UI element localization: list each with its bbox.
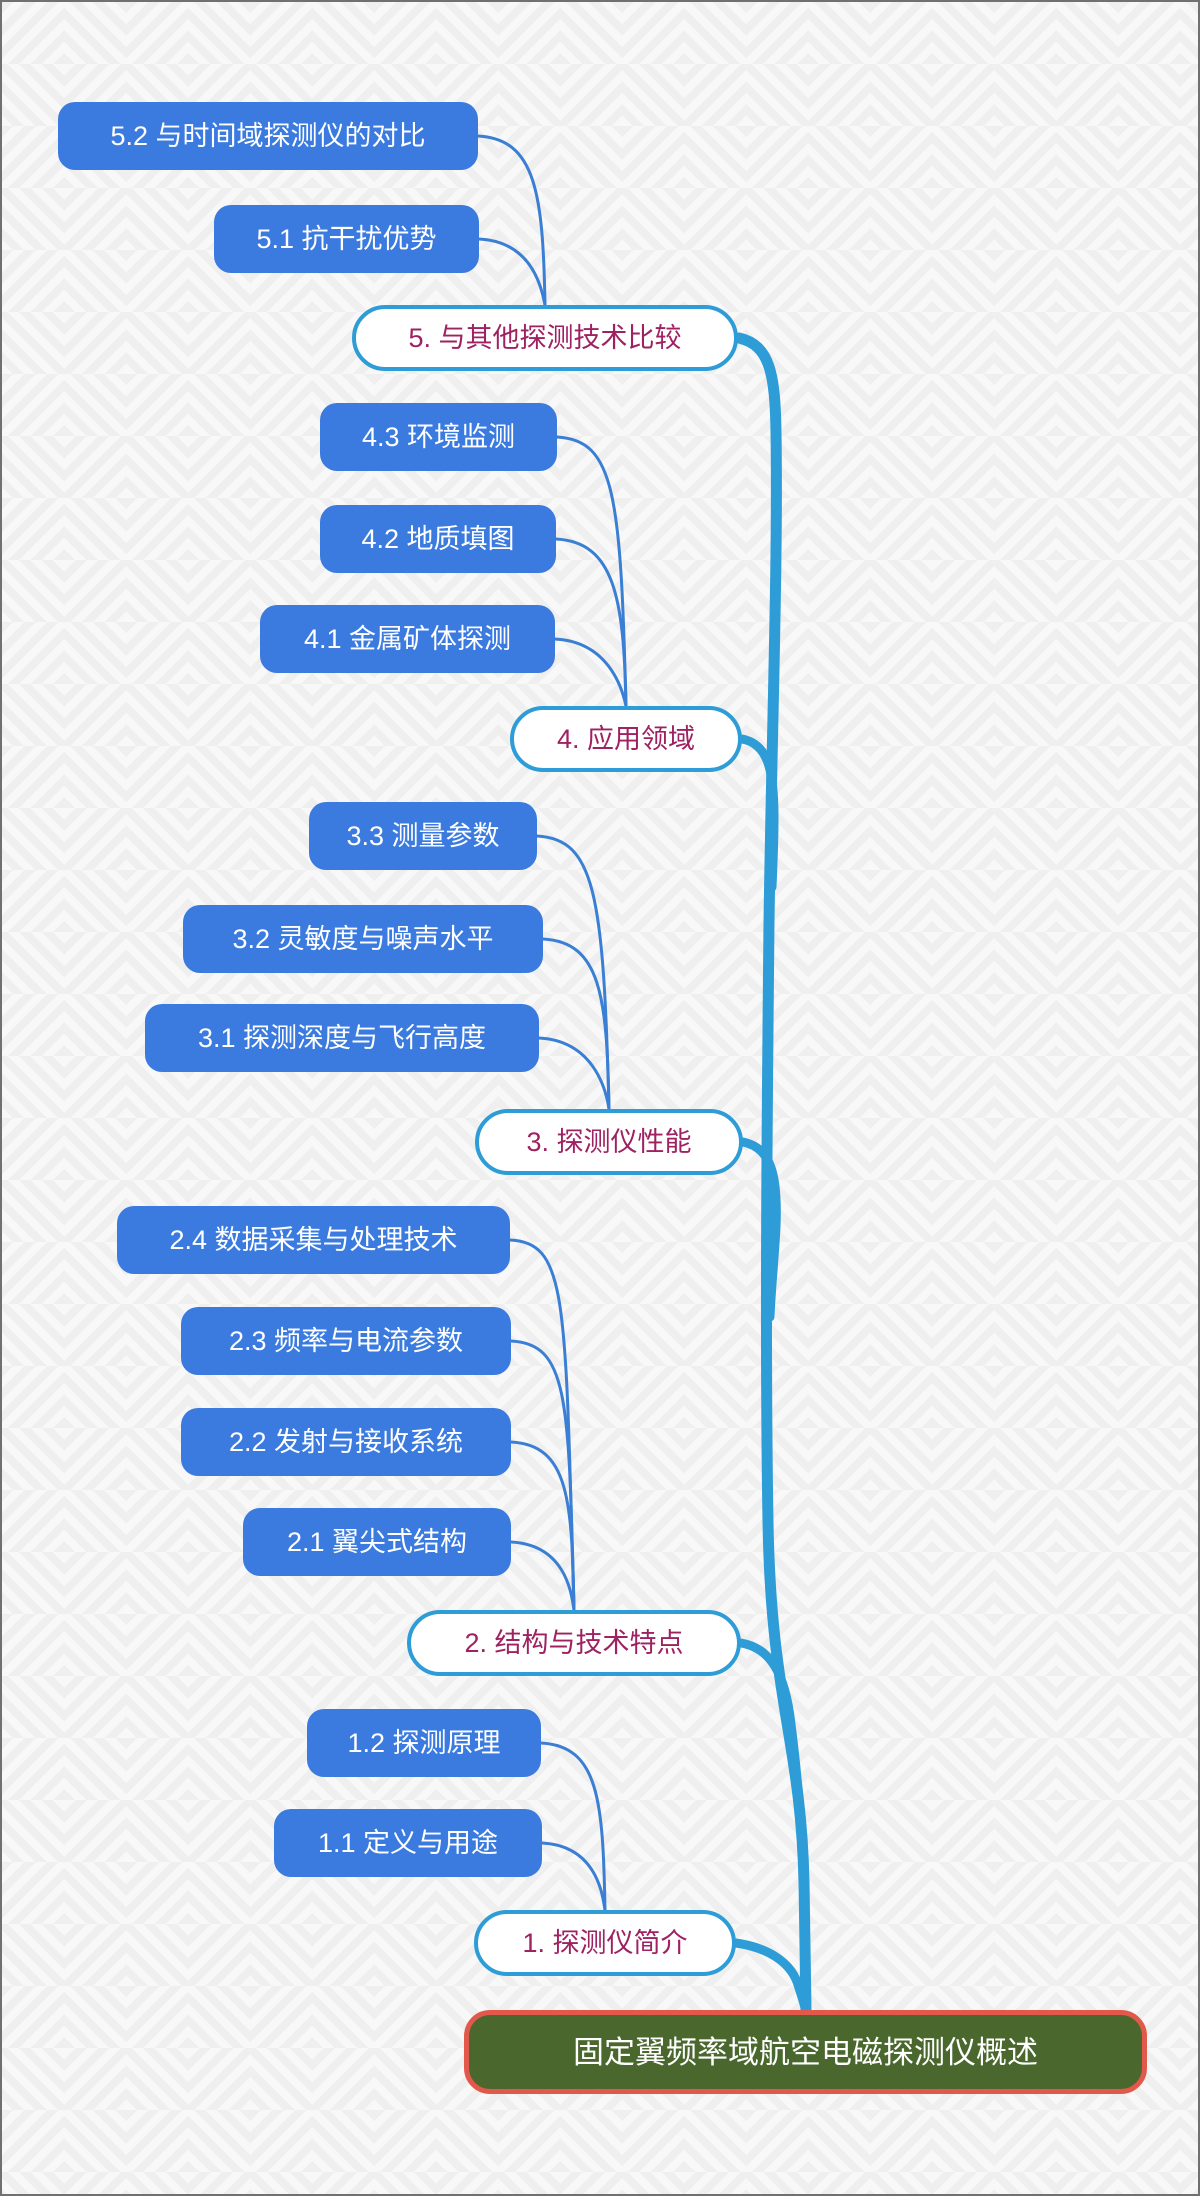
- mindmap-node-s1c1-label: 1.1 定义与用途: [317, 1827, 499, 1858]
- mindmap-node-s4-label: 4. 应用领域: [556, 723, 696, 754]
- mindmap-node-s1c2[interactable]: 1.2 探测原理: [307, 1709, 541, 1777]
- branch-line: [535, 834, 611, 1111]
- mindmap-node-root-label: 固定翼频率域航空电磁探测仪概述: [573, 2034, 1038, 2070]
- mindmap-node-s3c3[interactable]: 3.3 测量参数: [309, 802, 537, 870]
- mindmap-node-s2c2-label: 2.2 发射与接收系统: [228, 1426, 464, 1457]
- mindmap-node-s2c3[interactable]: 2.3 频率与电流参数: [181, 1307, 511, 1375]
- mindmap-node-s1-label: 1. 探测仪简介: [522, 1927, 688, 1958]
- branch-line: [736, 1638, 807, 1852]
- mindmap-node-s5c1[interactable]: 5.1 抗干扰优势: [214, 205, 479, 273]
- mindmap-node-s3[interactable]: 3. 探测仪性能: [475, 1109, 743, 1175]
- mindmap-node-s5c2-label: 5.2 与时间域探测仪的对比: [110, 120, 426, 151]
- branch-line: [539, 1741, 607, 1912]
- mindmap-node-s4c3[interactable]: 4.3 环境监测: [320, 403, 557, 471]
- mindmap-node-s4c1-label: 4.1 金属矿体探测: [303, 623, 512, 654]
- mindmap-node-s4[interactable]: 4. 应用领域: [510, 706, 742, 772]
- mindmap-node-s3c2-label: 3.2 灵敏度与噪声水平: [232, 923, 494, 954]
- mindmap-node-s4c2[interactable]: 4.2 地质填图: [320, 505, 556, 573]
- mindmap-node-s1[interactable]: 1. 探测仪简介: [474, 1910, 736, 1976]
- branch-line: [737, 734, 779, 892]
- mindmap-node-s5c2[interactable]: 5.2 与时间域探测仪的对比: [58, 102, 478, 170]
- mindmap-node-s2c1[interactable]: 2.1 翼尖式结构: [243, 1508, 511, 1576]
- branch-line: [476, 134, 547, 307]
- mindmap-node-s3c2[interactable]: 3.2 灵敏度与噪声水平: [183, 905, 543, 973]
- mindmap-node-s2-label: 2. 结构与技术特点: [464, 1627, 684, 1658]
- mindmap-node-s5c1-label: 5.1 抗干扰优势: [256, 223, 437, 254]
- branch-line: [738, 1137, 781, 1322]
- mindmap-node-s3c1-label: 3.1 探测深度与飞行高度: [197, 1022, 487, 1053]
- mindmap-node-s1c1[interactable]: 1.1 定义与用途: [274, 1809, 542, 1877]
- mindmap-node-s2c3-label: 2.3 频率与电流参数: [228, 1325, 464, 1356]
- mindmap-node-s4c1[interactable]: 4.1 金属矿体探测: [260, 605, 555, 673]
- mindmap-node-s1c2-label: 1.2 探测原理: [347, 1727, 501, 1758]
- branch-line: [731, 1938, 811, 2018]
- mindmap-node-s5-label: 5. 与其他探测技术比较: [408, 322, 682, 353]
- mindmap-node-s5[interactable]: 5. 与其他探测技术比较: [352, 305, 738, 371]
- branch-line: [555, 435, 628, 708]
- mindmap-node-s2c2[interactable]: 2.2 发射与接收系统: [181, 1408, 511, 1476]
- mindmap-node-root[interactable]: 固定翼频率域航空电磁探测仪概述: [464, 2010, 1147, 2094]
- mindmap-node-s3c1[interactable]: 3.1 探测深度与飞行高度: [145, 1004, 539, 1072]
- mindmap-node-s3c3-label: 3.3 测量参数: [346, 820, 500, 851]
- mindmap-node-s3-label: 3. 探测仪性能: [526, 1126, 692, 1157]
- mindmap-node-s4c2-label: 4.2 地质填图: [361, 523, 515, 554]
- mindmap-node-s2c4-label: 2.4 数据采集与处理技术: [169, 1224, 458, 1255]
- mindmap-node-s4c3-label: 4.3 环境监测: [361, 421, 516, 452]
- branch-line: [508, 1238, 576, 1612]
- mindmap-node-s2c4[interactable]: 2.4 数据采集与处理技术: [117, 1206, 510, 1274]
- mindmap-node-s2c1-label: 2.1 翼尖式结构: [286, 1526, 468, 1557]
- branch-connectors: [476, 134, 812, 2018]
- mindmap-node-s2[interactable]: 2. 结构与技术特点: [407, 1610, 741, 1676]
